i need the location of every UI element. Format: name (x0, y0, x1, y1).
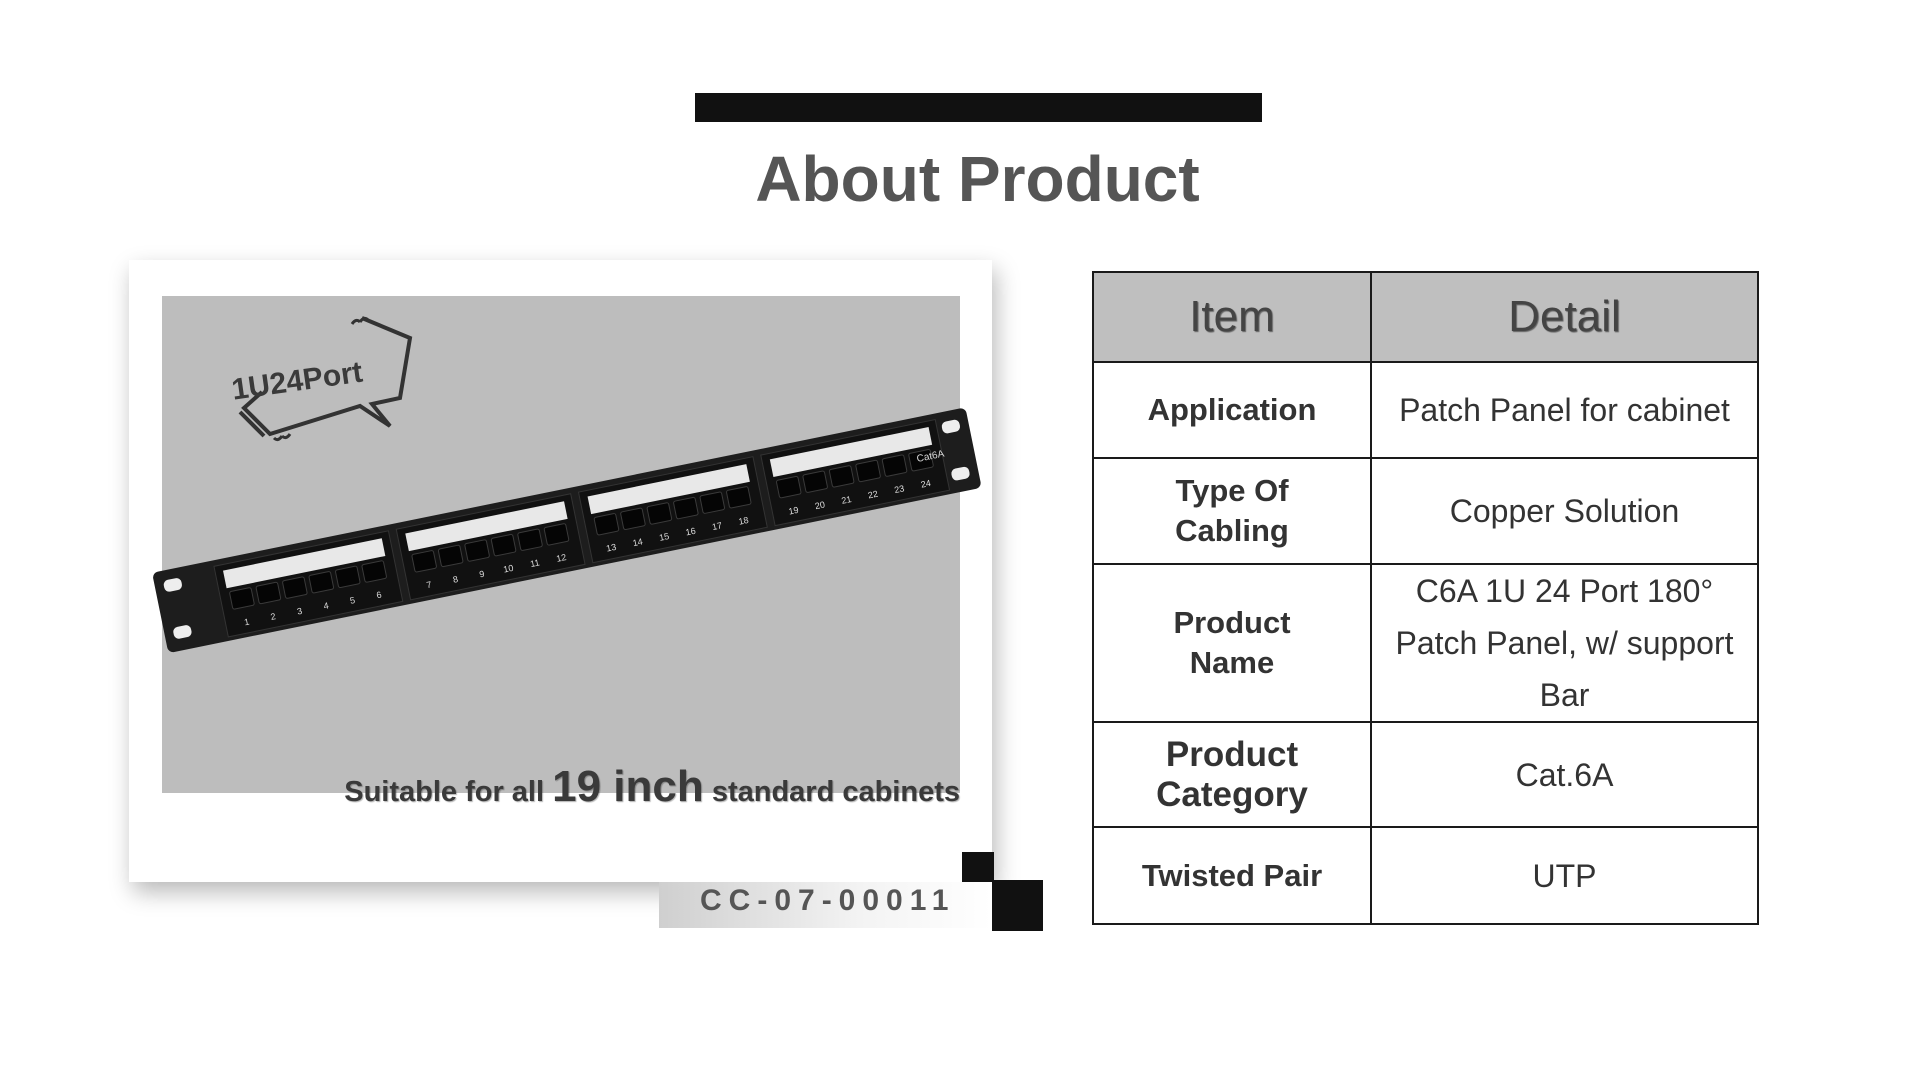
spec-table: Item Detail Application Patch Panel for … (1092, 271, 1759, 925)
port-number: 3 (296, 606, 303, 617)
mount-hole (173, 625, 192, 639)
row-detail: Patch Panel for cabinet (1370, 361, 1759, 459)
rj45-port (282, 576, 308, 599)
port-number: 24 (920, 478, 932, 490)
rj45-port (699, 491, 726, 514)
port-number: 21 (841, 494, 853, 506)
table-row: Type Of Cabling Copper Solution (1092, 457, 1759, 565)
caption-post: standard cabinets (711, 776, 960, 808)
port-number: 12 (555, 552, 567, 564)
port-number: 15 (658, 531, 670, 543)
label-strip (405, 501, 568, 552)
product-code: CC-07-00011 (700, 884, 956, 917)
port-number: 14 (632, 536, 644, 548)
mount-hole (163, 578, 182, 592)
port-number: 4 (323, 600, 330, 611)
quote-open-icon (272, 433, 292, 442)
rj45-port (593, 513, 620, 536)
title-bar-decoration (695, 93, 1262, 122)
row-item: Product Name (1092, 563, 1372, 723)
row-item: Type Of Cabling (1092, 457, 1372, 565)
rj45-port (308, 571, 335, 594)
table-row: Twisted Pair UTP (1092, 826, 1759, 925)
rj45-port (673, 496, 699, 520)
caption-highlight: 19 inch (552, 762, 704, 811)
mount-hole (951, 466, 970, 481)
port-number: 7 (426, 579, 433, 590)
port-number: 6 (376, 590, 383, 601)
port-number: 20 (814, 499, 826, 511)
table-row: Product Name C6A 1U 24 Port 180° Patch Pa… (1092, 563, 1759, 723)
panel-category-label: Cat6A (916, 449, 946, 465)
port-number: 16 (685, 526, 697, 538)
photo-caption: Suitable for all 19 inch standard cabine… (344, 762, 960, 812)
label-strip (587, 464, 750, 515)
header-detail: Detail (1370, 271, 1759, 363)
row-item: Application (1092, 361, 1372, 459)
rj45-port (828, 465, 855, 488)
rj45-port (517, 528, 543, 551)
port-number: 5 (349, 595, 356, 606)
port-number: 17 (711, 520, 723, 532)
row-detail: UTP (1370, 826, 1759, 925)
caption-pre: Suitable for all (344, 776, 545, 808)
rj45-port (411, 550, 437, 573)
row-detail: Cat.6A (1370, 721, 1759, 828)
rj45-port (908, 449, 934, 472)
page-title: About Product (755, 143, 1200, 215)
port-number: 1 (243, 617, 250, 628)
row-detail-line1: C6A 1U 24 Port 180° (1415, 573, 1714, 609)
port-number: 8 (452, 574, 459, 585)
port-number: 23 (893, 483, 905, 495)
rj45-port (855, 459, 881, 483)
rj45-port (776, 475, 802, 499)
row-item: Product Category (1092, 721, 1372, 828)
header-item: Item (1092, 271, 1372, 363)
rj45-port (437, 544, 464, 568)
rj45-port (229, 587, 255, 610)
rj45-port (255, 581, 282, 605)
port-number: 2 (270, 611, 277, 622)
row-detail-line2: Patch Panel, w/ support Bar (1395, 625, 1734, 713)
port-number: 10 (502, 563, 514, 575)
rj45-port (490, 534, 517, 557)
label-strip (223, 538, 386, 589)
rj45-port (802, 470, 828, 493)
port-number: 13 (605, 542, 617, 554)
port-badge-text: 1U24Port (230, 356, 365, 407)
speech-bubble: 1U24Port (230, 316, 413, 442)
product-code-box (659, 882, 992, 928)
port-number: 19 (788, 505, 800, 517)
table-row: Product Category Cat.6A (1092, 721, 1759, 828)
rj45-port (726, 486, 752, 509)
rj45-port (543, 523, 570, 546)
rj45-port (620, 507, 646, 530)
row-detail: C6A 1U 24 Port 180° Patch Panel, w/ suppo… (1370, 563, 1759, 723)
rj45-port (361, 560, 387, 583)
port-number: 18 (738, 515, 750, 527)
quote-close-icon (350, 316, 370, 325)
table-header-row: Item Detail (1092, 271, 1759, 363)
row-detail: Copper Solution (1370, 457, 1759, 565)
row-item: Twisted Pair (1092, 826, 1372, 925)
port-number: 9 (478, 569, 485, 580)
port-number: 11 (529, 557, 540, 569)
mount-hole (941, 419, 961, 434)
port-number: 22 (867, 489, 879, 501)
decor-square-large (992, 880, 1043, 931)
rj45-port (646, 502, 673, 525)
rj45-port (335, 565, 361, 589)
rj45-port (881, 454, 908, 477)
table-row: Application Patch Panel for cabinet (1092, 361, 1759, 459)
rj45-port (464, 539, 490, 562)
decor-square-small (962, 852, 994, 882)
label-strip (769, 427, 933, 477)
